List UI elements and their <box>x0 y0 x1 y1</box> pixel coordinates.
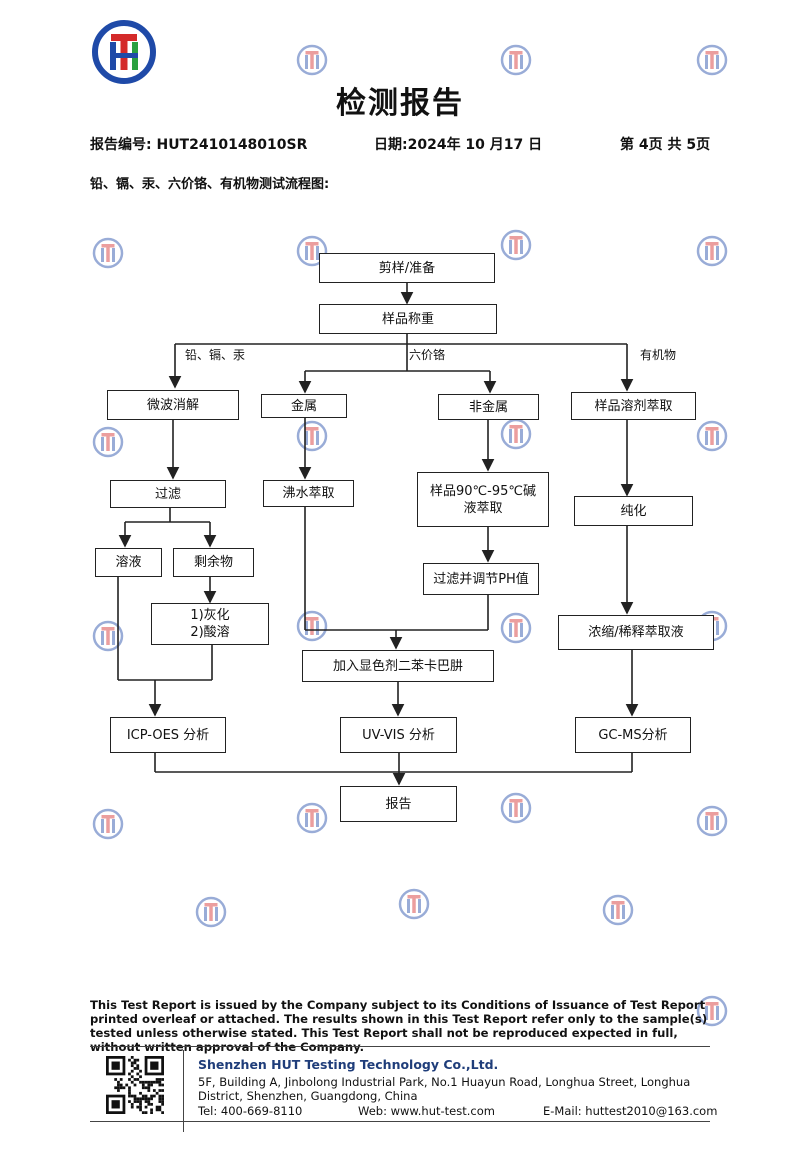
company-phone: Tel: 400-669-8110 <box>198 1104 303 1118</box>
watermark-logo-icon <box>500 612 532 644</box>
report-number: 报告编号: HUT2410148010SR <box>90 137 308 153</box>
branch-label-hexavalent-chromium: 六价铬 <box>409 348 446 362</box>
watermark-logo-icon <box>296 44 328 76</box>
node-alkaline-extraction: 样品90℃-95℃碱 液萃取 <box>417 472 549 527</box>
page-title: 检测报告 <box>336 86 464 121</box>
watermark-logo-icon <box>696 235 728 267</box>
node-metal: 金属 <box>261 394 347 418</box>
footer-divider-vertical <box>183 1050 184 1132</box>
watermark-logo-icon <box>602 894 634 926</box>
node-nonmetal: 非金属 <box>438 394 539 420</box>
watermark-logo-icon <box>696 420 728 452</box>
watermark-logo-icon <box>500 229 532 261</box>
watermark-logo-icon <box>296 802 328 834</box>
node-microwave-digestion: 微波消解 <box>107 390 239 420</box>
node-weigh-sample: 样品称重 <box>319 304 497 334</box>
watermark-logo-icon <box>195 896 227 928</box>
node-concentrate-dilute: 浓缩/稀释萃取液 <box>558 615 714 650</box>
watermark-logo-icon <box>92 808 124 840</box>
footer-divider-top <box>90 1046 710 1047</box>
node-solution: 溶液 <box>95 548 162 577</box>
node-residue: 剩余物 <box>173 548 254 577</box>
watermark-logo-icon <box>92 620 124 652</box>
flowchart-caption: 铅、镉、汞、六价铬、有机物测试流程图: <box>90 177 330 192</box>
company-email: E-Mail: huttest2010@163.com <box>543 1104 718 1118</box>
watermark-logo-icon <box>92 237 124 269</box>
report-disclaimer: This Test Report is issued by the Compan… <box>90 998 708 1054</box>
watermark-logo-icon <box>296 610 328 642</box>
node-gc-ms-analysis: GC-MS分析 <box>575 717 691 753</box>
report-date: 日期:2024年 10 月17 日 <box>374 137 543 153</box>
node-boiling-water-extraction: 沸水萃取 <box>263 480 354 507</box>
branch-label-lead-cadmium-mercury: 铅、镉、汞 <box>185 348 246 362</box>
company-address: 5F, Building A, Jinbolong Industrial Par… <box>198 1075 691 1103</box>
node-cut-sample: 剪样/准备 <box>319 253 495 283</box>
company-name: Shenzhen HUT Testing Technology Co.,Ltd. <box>198 1057 499 1072</box>
node-filter: 过滤 <box>110 480 226 508</box>
node-solvent-extraction: 样品溶剂萃取 <box>571 392 696 420</box>
node-ash-acid-dissolve: 1)灰化 2)酸溶 <box>151 603 269 645</box>
watermark-logo-icon <box>296 235 328 267</box>
watermark-logo-icon <box>398 888 430 920</box>
company-logo <box>92 20 156 84</box>
watermark-logo-icon <box>696 44 728 76</box>
node-filter-adjust-ph: 过滤并调节PH值 <box>423 563 539 595</box>
watermark-logo-icon <box>696 805 728 837</box>
branch-label-organics: 有机物 <box>640 348 677 362</box>
watermark-logo-icon <box>500 418 532 450</box>
node-icp-oes-analysis: ICP-OES 分析 <box>110 717 226 753</box>
page-number: 第 4页 共 5页 <box>620 137 711 153</box>
watermark-logo-icon <box>500 792 532 824</box>
footer-divider-bottom <box>90 1121 710 1122</box>
watermark-logo-icon <box>296 420 328 452</box>
node-add-reagent: 加入显色剂二苯卡巴肼 <box>302 650 494 682</box>
watermark-logo-icon <box>696 995 728 1027</box>
node-purification: 纯化 <box>574 496 693 526</box>
node-report: 报告 <box>340 786 457 822</box>
node-uv-vis-analysis: UV-VIS 分析 <box>340 717 457 753</box>
watermark-logo-icon <box>92 426 124 458</box>
watermark-logo-icon <box>500 44 532 76</box>
qr-code-icon <box>106 1056 164 1114</box>
company-website: Web: www.hut-test.com <box>358 1104 495 1118</box>
